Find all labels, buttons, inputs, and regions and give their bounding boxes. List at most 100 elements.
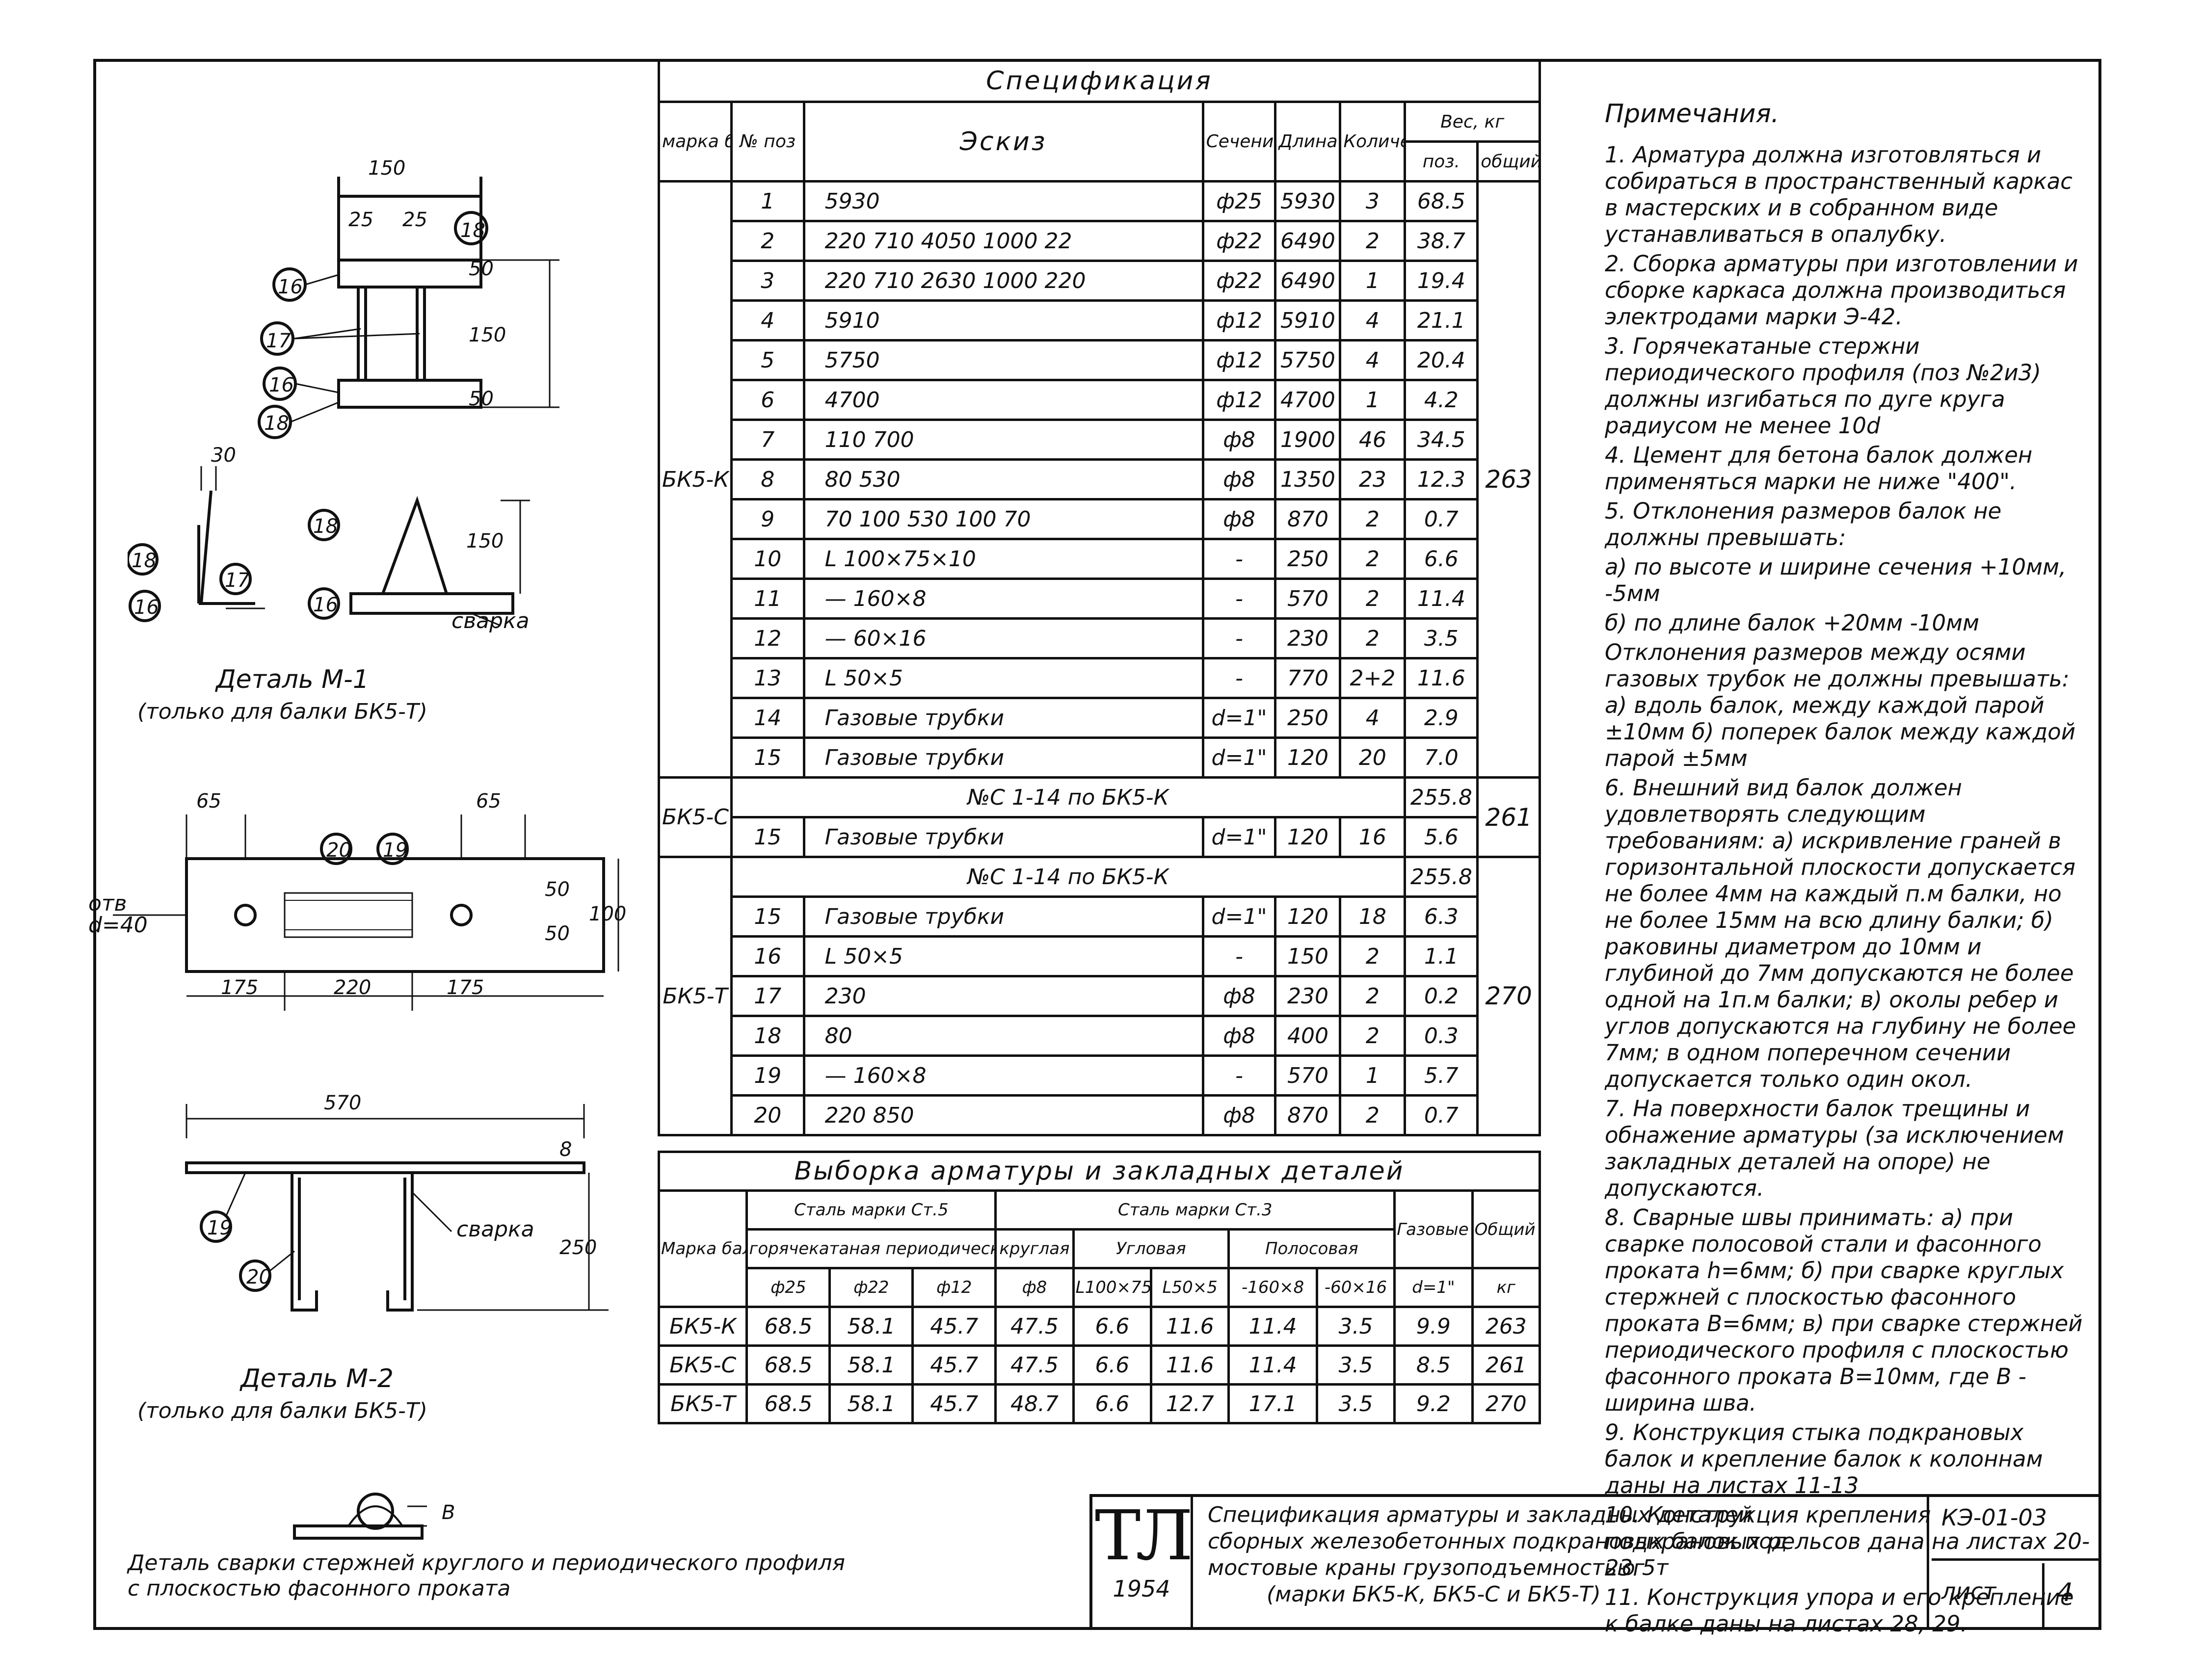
- dim-25b: 25: [402, 209, 427, 231]
- quantity: 1: [1339, 1054, 1407, 1097]
- table-cell: 45.7: [911, 1344, 997, 1386]
- weight: 3.5: [1404, 617, 1479, 659]
- length: 570: [1274, 1054, 1342, 1097]
- note-item: 1. Арматура должна изготовляться и собир…: [1605, 142, 2073, 247]
- section: -: [1201, 935, 1277, 977]
- header-st5: Сталь марки Ст.5: [745, 1189, 997, 1231]
- section: ф12: [1201, 299, 1277, 341]
- header-length: Длина мм: [1274, 101, 1342, 183]
- callout-16c: 16: [134, 596, 159, 619]
- dim-50c: 50: [545, 878, 570, 901]
- table-cell: 9.2: [1393, 1383, 1474, 1424]
- group-total-weight: 263: [1476, 180, 1541, 779]
- detail-m1-subtitle: (только для балки БК5-Т): [137, 699, 427, 724]
- weld-detail-title: Деталь сварки стержней круглого и период…: [128, 1550, 845, 1601]
- dim-30: 30: [211, 444, 236, 467]
- position: 1: [730, 180, 805, 222]
- quantity: 4: [1339, 697, 1407, 739]
- sketch: — 160×8: [802, 1054, 1204, 1097]
- sample-title: Выборка арматуры и закладных деталей: [658, 1151, 1541, 1192]
- quantity: 2: [1339, 617, 1407, 659]
- column-header: ф22: [828, 1267, 914, 1308]
- sketch: 80 530: [802, 458, 1204, 500]
- quantity: 1: [1339, 260, 1407, 302]
- summary-weight: 255.8: [1404, 856, 1479, 898]
- sketch: 220 710 2630 1000 220: [802, 260, 1204, 302]
- sketch: 70 100 530 100 70: [802, 498, 1204, 540]
- quantity: 2: [1339, 578, 1407, 620]
- length: 770: [1274, 657, 1342, 699]
- weight: 11.6: [1404, 657, 1479, 699]
- section: ф8: [1201, 1015, 1277, 1057]
- quantity: 18: [1339, 895, 1407, 938]
- table-cell: 17.1: [1227, 1383, 1318, 1424]
- quantity: 20: [1339, 736, 1407, 779]
- column-header: L100×75×10: [1072, 1267, 1153, 1308]
- spec-header-row-2: поз.общий: [659, 140, 1541, 183]
- detail-m2-subtitle: (только для балки БК5-Т): [137, 1398, 427, 1423]
- position: 7: [730, 419, 805, 461]
- section: ф8: [1201, 419, 1277, 461]
- detail-m1-drawing: [128, 177, 559, 627]
- table-cell: 263: [1471, 1306, 1541, 1347]
- column-header: ф12: [911, 1267, 997, 1308]
- callout-18d: 18: [313, 515, 338, 538]
- table-cell: 8.5: [1393, 1344, 1474, 1386]
- section: ф8: [1201, 975, 1277, 1017]
- summary-text: №С 1-14 по БК5-К: [730, 856, 1407, 898]
- table-cell: 58.1: [828, 1306, 914, 1347]
- callout-19: 19: [383, 839, 408, 862]
- header-weight: Вес, кг: [1404, 101, 1541, 143]
- dim-100: 100: [589, 903, 627, 925]
- note-item: 6. Внешний вид балок должен удовлетворят…: [1605, 775, 2076, 1092]
- position: 15: [730, 736, 805, 779]
- position: 16: [730, 935, 805, 977]
- length: 4700: [1274, 379, 1342, 421]
- notes: Примечания. 1. Арматура должна изготовля…: [1605, 101, 2091, 1640]
- sketch: Газовые трубки: [802, 816, 1204, 858]
- quantity: 46: [1339, 419, 1407, 461]
- length: 230: [1274, 617, 1342, 659]
- header-hotrolled: горячекатаная периодического профиля: [745, 1228, 997, 1269]
- weight: 0.2: [1404, 975, 1479, 1017]
- table-cell: 3.5: [1315, 1306, 1396, 1347]
- sketch: Газовые трубки: [802, 895, 1204, 938]
- weight: 5.7: [1404, 1054, 1479, 1097]
- quantity: 2: [1339, 538, 1407, 580]
- position: 8: [730, 458, 805, 500]
- weight: 0.7: [1404, 498, 1479, 540]
- title-line-2: сборных железобетонных подкрановых балок…: [1208, 1529, 1787, 1554]
- header-section: Сечение мм: [1201, 101, 1277, 183]
- table-cell: 68.5: [745, 1383, 831, 1424]
- sheet-number: 4: [2057, 1578, 2073, 1607]
- callout-20: 20: [326, 839, 351, 862]
- column-header: ф8: [994, 1267, 1075, 1308]
- weld-label-m1: сварка: [451, 608, 530, 633]
- weld-label-m2: сварка: [456, 1217, 534, 1242]
- dim-50: 50: [469, 258, 494, 280]
- summary-weight: 255.8: [1404, 776, 1479, 818]
- quantity: 2: [1339, 1094, 1407, 1136]
- length: 1900: [1274, 419, 1342, 461]
- table-cell: 11.4: [1227, 1344, 1318, 1386]
- weight: 12.3: [1404, 458, 1479, 500]
- section: ф12: [1201, 379, 1277, 421]
- logo: ТЛ 1954: [1092, 1497, 1193, 1627]
- position: 15: [730, 816, 805, 858]
- weight: 7.0: [1404, 736, 1479, 779]
- table-cell: 47.5: [994, 1306, 1075, 1347]
- position: 15: [730, 895, 805, 938]
- section: d=1": [1201, 736, 1277, 779]
- position: 3: [730, 260, 805, 302]
- header-angle: Угловая: [1072, 1228, 1230, 1269]
- section: ф8: [1201, 458, 1277, 500]
